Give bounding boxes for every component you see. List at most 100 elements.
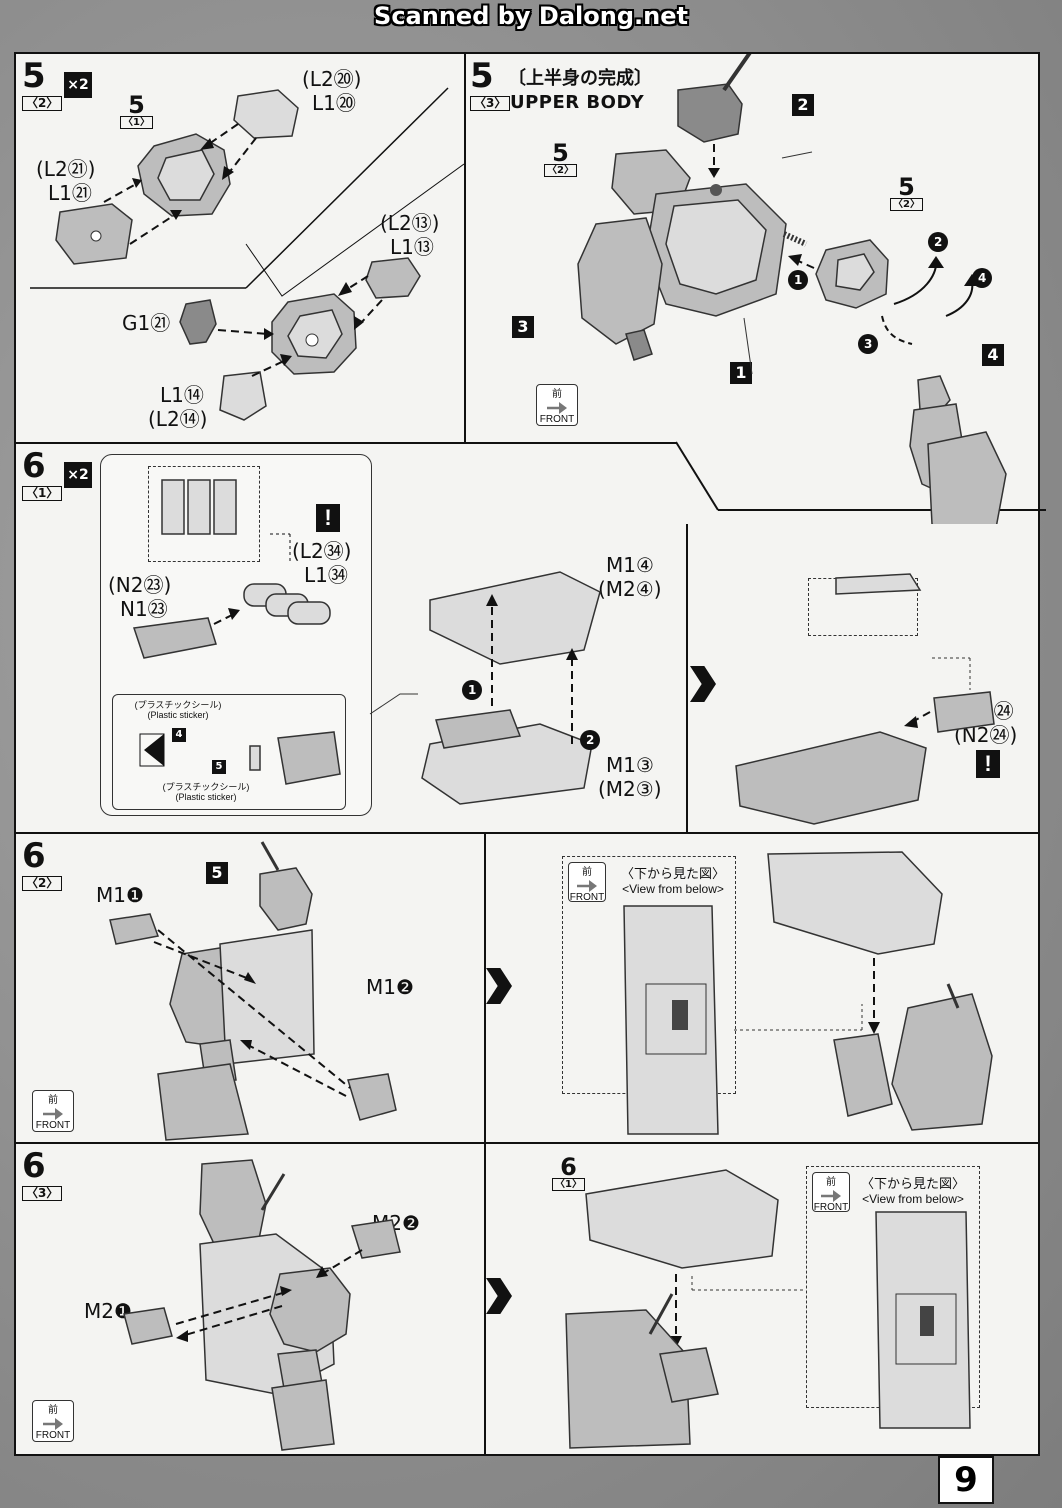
part-label: (L2⑭) (148, 407, 208, 431)
sticker-label-jp: (プラスチックシール) (134, 700, 222, 710)
step-6-2-badge: 6 〈2〉 (22, 839, 63, 891)
part-label: N1㉓ (120, 597, 168, 621)
forearm (927, 431, 1007, 524)
part-label: M1③ (606, 753, 654, 777)
inset-part (835, 573, 922, 595)
backpack-assembled (735, 731, 927, 825)
part-label: G1㉑ (122, 311, 171, 335)
shoulder-cover-top (233, 89, 299, 139)
part-L1-14 (219, 371, 267, 421)
forearm (157, 1063, 249, 1141)
part-N1-23 (133, 617, 217, 659)
shoulder (269, 1267, 351, 1353)
part-label: M1④ (606, 553, 654, 577)
part-label: (L2⑬) (380, 211, 440, 235)
part-label: L1⑳ (312, 91, 356, 115)
backpack-bottom-view (623, 905, 719, 1135)
backpack-detach-illustration (123, 1159, 401, 1451)
part-label: L1㉞ (304, 563, 348, 587)
sticker-label-en: (Plastic sticker) (147, 710, 209, 720)
ref-step-6-1: 6 〈1〉 (552, 1155, 585, 1191)
divider-v2 (484, 834, 486, 1144)
view-label-jp: 〈下から見た図〉 (620, 866, 725, 881)
step-5-2-badge: 5 〈2〉 (22, 59, 63, 111)
front-indicator: 前 FRONT (568, 862, 606, 903)
head (677, 83, 743, 143)
svg-text:1: 1 (468, 683, 476, 697)
backpack (767, 851, 943, 955)
backpack-attach-illustration (623, 851, 993, 1135)
part-label: L1⑭ (160, 383, 204, 407)
sticker-label-jp: (プラスチックシール) (162, 782, 250, 792)
svg-text:1: 1 (794, 273, 802, 287)
view-label-en: <View from below> (622, 882, 724, 896)
part-M1-1 (109, 913, 160, 945)
backpack-mount-illustration (109, 841, 397, 1141)
part-number-5: 5 (206, 862, 228, 884)
instruction-sheet: 5 〈2〉 ×2 5 〈1〉 (L2⑳) L1⑳ (L2㉑) L1㉑ (L2⑬)… (14, 52, 1046, 1456)
thruster-cylinders (243, 583, 331, 625)
part-label: M1❶ (96, 883, 144, 907)
watermark: Scanned by Dalong.net (374, 2, 688, 30)
backpack-inner-assembly (435, 709, 522, 749)
sticker-number-5: 5 (212, 760, 226, 774)
view-label-en: <View from below> (862, 1192, 964, 1206)
step-6-1-badge: 6 〈1〉 (22, 449, 63, 501)
page-number: 9 (938, 1456, 994, 1504)
sticker-part (277, 731, 341, 785)
part-M2-1 (123, 1307, 173, 1345)
divider-v4 (686, 524, 688, 832)
svg-text:3: 3 (864, 337, 872, 351)
head (259, 867, 313, 931)
part-label: (N2㉓) (108, 573, 172, 597)
sticker-label-en: (Plastic sticker) (175, 792, 237, 802)
part-G1-21 (179, 299, 217, 345)
divider-v3 (484, 1144, 486, 1454)
part-M2-2 (351, 1219, 401, 1259)
detail-inset (148, 466, 260, 562)
caution-icon: ! (976, 750, 1000, 778)
shoulder-assembly-illustration (30, 87, 464, 421)
part-label: (M2④) (598, 577, 662, 601)
svg-text:2: 2 (586, 733, 594, 747)
torso (219, 929, 315, 1065)
part-label: M2❶ (84, 1299, 132, 1323)
divider-h3 (16, 1142, 1038, 1144)
divider-h1 (16, 442, 676, 444)
front-indicator: 前 FRONT (536, 384, 578, 426)
part-number-2: 2 (792, 94, 814, 116)
divider-h2 (16, 832, 1038, 834)
left-hand (625, 329, 653, 361)
section-title-en: UPPER BODY (510, 92, 645, 113)
forearm (271, 1379, 335, 1451)
multiplier-badge: ×2 (64, 462, 92, 488)
backpack (585, 1169, 779, 1269)
upper-body-illustration: 1 2 3 4 (577, 54, 1007, 524)
part-label: (M2③) (598, 777, 662, 801)
part-number-4: 4 (982, 344, 1004, 366)
ref-step-5-2-b: 5 〈2〉 (890, 175, 923, 211)
svg-text:4: 4 (978, 271, 986, 285)
divider-v1 (464, 54, 466, 442)
front-indicator: 前 FRONT (32, 1090, 74, 1132)
shoulder (833, 1033, 893, 1117)
front-indicator: 前 FRONT (32, 1400, 74, 1442)
part-L1-13 (365, 257, 421, 299)
part-label: (L2⑳) (302, 67, 362, 91)
torso-back (891, 993, 993, 1131)
sticker-number-4: 4 (172, 728, 186, 742)
caution-icon: ! (316, 504, 340, 532)
part-label: (L2㉞) (292, 539, 352, 563)
multiplier-badge: ×2 (64, 72, 92, 98)
part-label: M1❷ (366, 975, 414, 999)
part-label: L1㉑ (48, 181, 92, 205)
backpack-final-illustration (565, 1169, 971, 1449)
step-5-3-badge: 5 〈3〉 (470, 59, 511, 111)
shoulder (659, 1347, 719, 1403)
section-title-jp: 〔上半身の完成〕 (508, 68, 652, 89)
part-number-1: 1 (730, 362, 752, 384)
svg-text:2: 2 (934, 235, 942, 249)
backpack-assembly-illustration: 1 2 (133, 479, 995, 825)
ref-step-5-2: 5 〈2〉 (544, 141, 577, 177)
